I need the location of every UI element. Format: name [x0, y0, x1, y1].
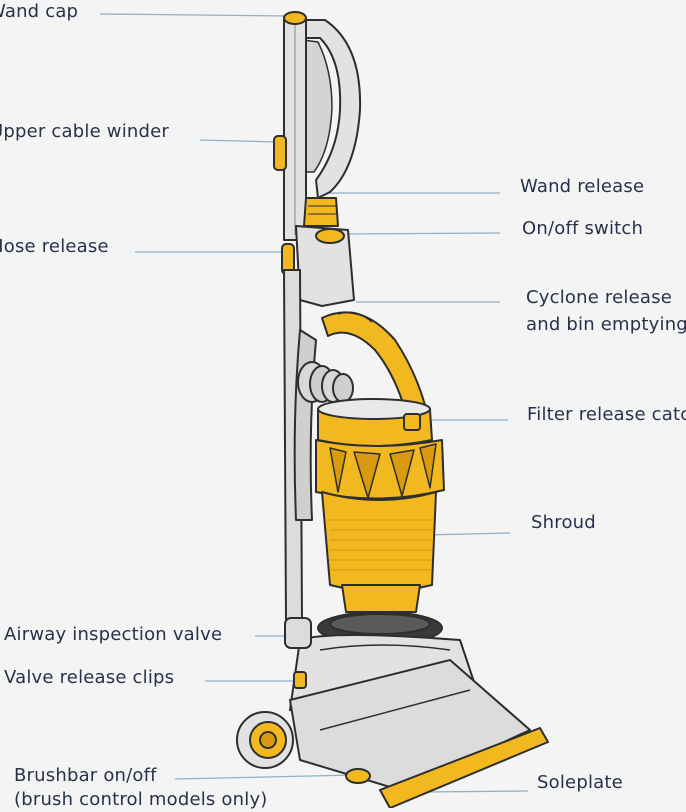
label-filter-release-catch: Filter release catch	[527, 404, 686, 425]
leader-on-off-switch	[339, 232, 501, 235]
label-cyclone-release-line1: Cyclone release	[526, 287, 672, 308]
label-shroud: Shroud	[531, 512, 596, 533]
label-cyclone-release: Cyclone release and bin emptying	[526, 284, 686, 338]
label-hose-release: Hose release	[0, 236, 109, 257]
brushbar-switch	[345, 768, 371, 784]
soleplate	[379, 727, 549, 808]
leader-upper-cable-winder	[199, 139, 279, 143]
label-valve-release-clips: Valve release clips	[4, 667, 175, 688]
valve-release-clip	[293, 671, 307, 689]
handle-grip-inner	[299, 39, 333, 173]
filter-release-catch	[403, 413, 421, 431]
airway-inspection-valve	[284, 617, 312, 649]
on-off-switch	[315, 228, 345, 244]
handle	[291, 19, 362, 199]
hose	[293, 329, 317, 521]
label-brushbar: Brushbar on/off (brush control models on…	[14, 764, 268, 812]
wand-release	[303, 197, 339, 227]
label-upper-cable-winder: Upper cable winder	[0, 121, 170, 142]
label-wand-release: Wand release	[520, 176, 645, 197]
label-brushbar-line2: (brush control models only)	[14, 789, 268, 810]
label-on-off-switch: On/off switch	[522, 218, 644, 239]
hose-connector	[297, 361, 354, 403]
leader-soleplate	[419, 790, 529, 793]
leader-wand-cap	[99, 13, 291, 17]
left-wheel	[236, 711, 294, 769]
vacuum-illustration	[236, 11, 549, 808]
label-cyclone-release-line2: and bin emptying	[526, 314, 686, 335]
label-wand-cap: Wand cap	[0, 1, 79, 22]
label-brushbar-line1: Brushbar on/off	[14, 765, 157, 786]
label-soleplate: Soleplate	[537, 772, 623, 793]
leader-lines	[99, 13, 529, 793]
leader-brushbar	[174, 774, 356, 780]
wand-cap	[283, 11, 307, 25]
shroud	[321, 491, 437, 593]
upper-cable-winder	[273, 135, 287, 171]
label-airway-inspection-valve: Airway inspection valve	[4, 624, 223, 645]
